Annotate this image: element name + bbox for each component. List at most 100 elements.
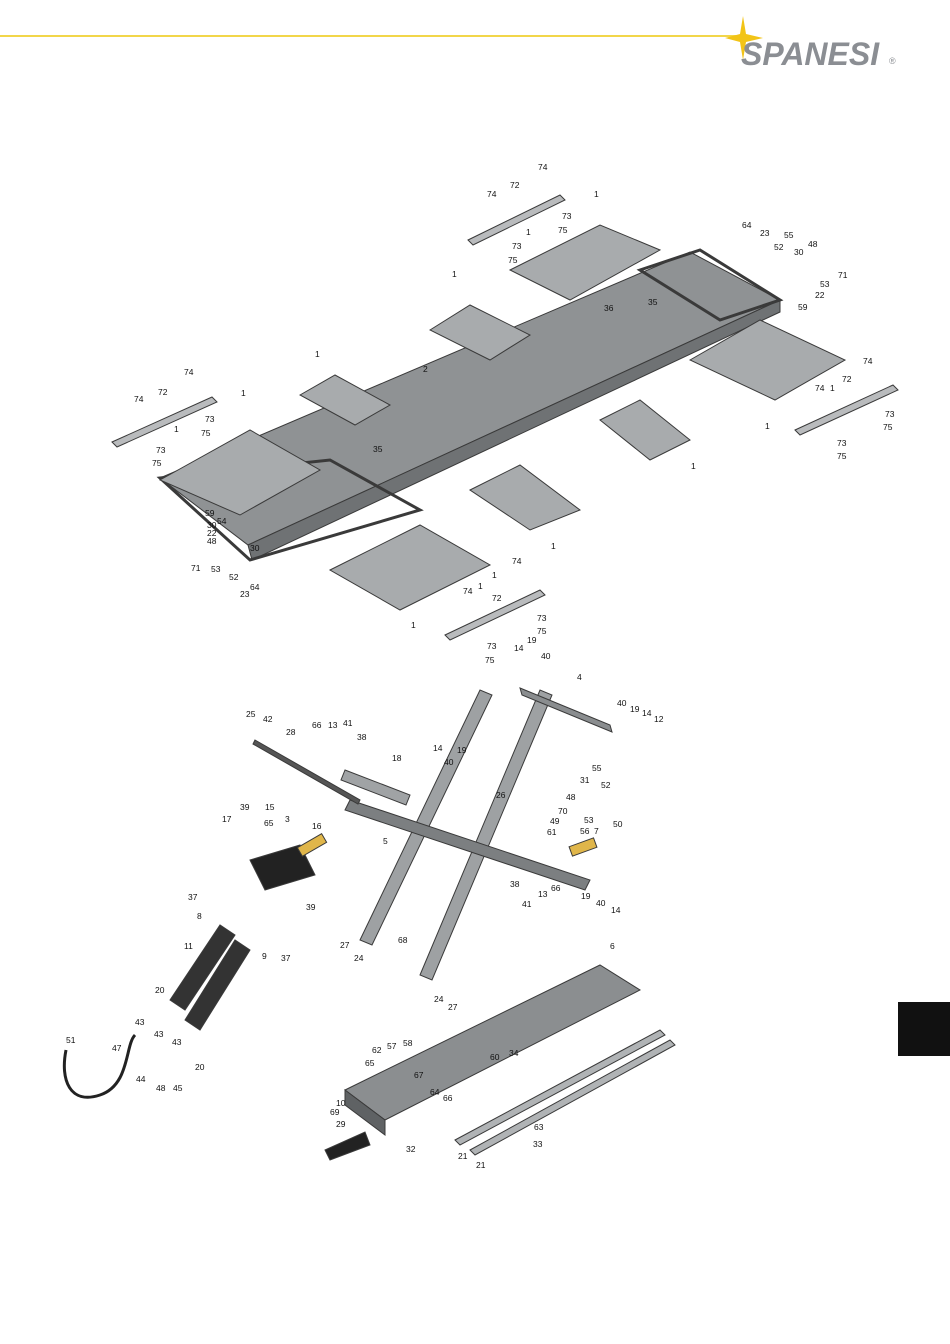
callout-c101: 3 bbox=[285, 814, 290, 824]
callout-c138: 58 bbox=[403, 1038, 413, 1048]
callout-c53: 53 bbox=[211, 564, 221, 574]
pin-16 bbox=[296, 832, 328, 858]
callout-c4: 1 bbox=[594, 189, 599, 199]
callout-c20: 53 bbox=[820, 279, 830, 289]
callout-c118: 11 bbox=[184, 941, 193, 951]
callout-c129: 51 bbox=[66, 1035, 76, 1045]
bracket-3 bbox=[249, 844, 316, 891]
callout-c90: 26 bbox=[496, 790, 506, 800]
callout-c43: 1 bbox=[691, 461, 696, 471]
ramp-plate-3 bbox=[298, 374, 392, 426]
callout-c41: 73 bbox=[156, 445, 166, 455]
callout-c1: 74 bbox=[538, 162, 548, 172]
callout-c94: 49 bbox=[550, 816, 560, 826]
callout-c68: 19 bbox=[527, 635, 537, 645]
callout-c59: 1 bbox=[492, 570, 497, 580]
ramp-plate-5 bbox=[328, 524, 492, 611]
callout-c92: 53 bbox=[584, 815, 594, 825]
callout-c83: 19 bbox=[457, 745, 467, 755]
callout-c82: 14 bbox=[433, 743, 443, 753]
callout-c56: 23 bbox=[240, 589, 250, 599]
callout-c3: 74 bbox=[487, 189, 497, 199]
callout-c19: 71 bbox=[838, 270, 848, 280]
callout-c57: 74 bbox=[512, 556, 522, 566]
ramp-plate-1 bbox=[508, 224, 662, 301]
callout-c74: 12 bbox=[654, 714, 664, 724]
platform-side bbox=[247, 299, 781, 561]
callout-c71: 40 bbox=[617, 698, 627, 708]
callout-c67: 14 bbox=[514, 643, 524, 653]
callout-c88: 52 bbox=[601, 780, 611, 790]
callout-c126: 43 bbox=[154, 1029, 164, 1039]
header-rule bbox=[0, 35, 740, 37]
callout-c107: 13 bbox=[538, 889, 548, 899]
callout-c127: 43 bbox=[172, 1037, 182, 1047]
callout-c14: 23 bbox=[760, 228, 770, 238]
callout-c79: 41 bbox=[343, 718, 353, 728]
callout-c113: 8 bbox=[197, 911, 202, 921]
callout-c84: 40 bbox=[444, 757, 454, 767]
callout-c72: 19 bbox=[630, 704, 640, 714]
callout-c60: 74 bbox=[463, 586, 473, 596]
callout-c11: 35 bbox=[648, 297, 658, 307]
callout-c48: 22 bbox=[207, 528, 217, 538]
callout-c93: 50 bbox=[613, 819, 623, 829]
cylinder-b bbox=[184, 939, 251, 1031]
brand-name: SPANESI bbox=[741, 36, 880, 72]
callout-c95: 61 bbox=[547, 827, 557, 837]
callout-c9: 75 bbox=[508, 255, 518, 265]
callout-c55: 64 bbox=[250, 582, 260, 592]
base-side bbox=[344, 1089, 386, 1136]
callout-c108: 41 bbox=[522, 899, 532, 909]
callout-c117: 24 bbox=[354, 953, 364, 963]
callout-c21: 22 bbox=[815, 290, 825, 300]
callout-c32: 1 bbox=[241, 388, 246, 398]
ramp-plate-6 bbox=[469, 464, 582, 531]
callout-c109: 19 bbox=[581, 891, 591, 901]
callout-c99: 15 bbox=[265, 802, 275, 812]
callout-c134: 60 bbox=[490, 1052, 500, 1062]
callout-c75: 25 bbox=[246, 709, 256, 719]
callout-c98: 39 bbox=[240, 802, 250, 812]
bar-top bbox=[467, 194, 566, 246]
callout-c51: 1 bbox=[551, 541, 556, 551]
callout-c114: 39 bbox=[306, 902, 316, 912]
brand-logo: SPANESI ® bbox=[725, 12, 950, 82]
callout-c89: 48 bbox=[566, 792, 576, 802]
callout-c52: 71 bbox=[191, 563, 201, 573]
callout-c26: 74 bbox=[184, 367, 194, 377]
lever-5 bbox=[344, 799, 591, 891]
callout-c141: 64 bbox=[430, 1087, 440, 1097]
callout-c28: 74 bbox=[815, 383, 825, 393]
callout-c116: 27 bbox=[340, 940, 350, 950]
callout-c124: 20 bbox=[155, 985, 165, 995]
callout-c18: 30 bbox=[794, 247, 804, 257]
callout-c17: 48 bbox=[808, 239, 818, 249]
registered-mark: ® bbox=[889, 56, 896, 66]
callout-c7: 1 bbox=[526, 227, 531, 237]
callout-c2: 72 bbox=[510, 180, 520, 190]
callout-c81: 38 bbox=[357, 732, 367, 742]
callout-c62: 1 bbox=[411, 620, 416, 630]
callout-c91: 70 bbox=[558, 806, 568, 816]
callout-c70: 4 bbox=[577, 672, 582, 682]
callout-c148: 32 bbox=[406, 1144, 416, 1154]
callout-c66: 75 bbox=[485, 655, 495, 665]
callout-c39: 73 bbox=[837, 438, 847, 448]
callout-c131: 44 bbox=[136, 1074, 146, 1084]
callout-c87: 31 bbox=[580, 775, 590, 785]
callout-c34: 73 bbox=[205, 414, 215, 424]
callout-c97: 7 bbox=[594, 826, 599, 836]
frame-end-right bbox=[636, 248, 784, 322]
ramp-plate-2 bbox=[428, 304, 532, 361]
callout-c44: 35 bbox=[373, 444, 383, 454]
callout-c106: 66 bbox=[551, 883, 561, 893]
callout-c35: 75 bbox=[201, 428, 211, 438]
callout-c6: 75 bbox=[558, 225, 568, 235]
callout-c22: 59 bbox=[798, 302, 808, 312]
callout-c104: 5 bbox=[383, 836, 388, 846]
pin-7 bbox=[568, 837, 598, 857]
ramp-plate-7 bbox=[599, 399, 691, 461]
callout-c135: 34 bbox=[509, 1048, 519, 1058]
